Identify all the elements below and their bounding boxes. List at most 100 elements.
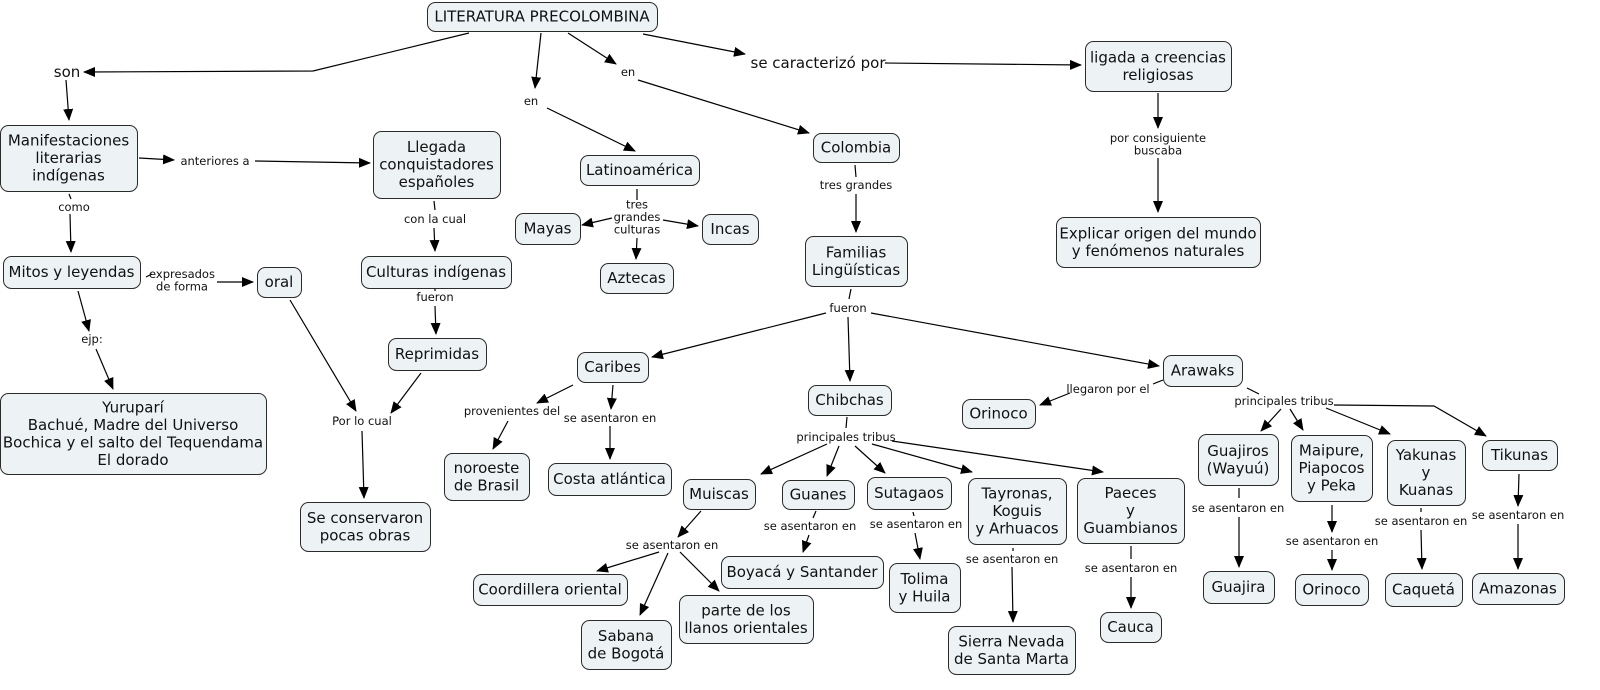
concept-node-arawaks[interactable]: Arawaks <box>1163 355 1243 387</box>
link-label-seas_costa: se asentaron en <box>564 411 657 425</box>
concept-text: Yakunas <box>1395 446 1457 464</box>
concept-node-muiscas[interactable]: Muiscas <box>683 479 756 510</box>
concept-node-reprimidas[interactable]: Reprimidas <box>388 338 487 371</box>
concept-node-culturas[interactable]: Culturas indígenas <box>361 256 512 289</box>
concept-text: noroeste <box>454 459 520 477</box>
concept-text: Sutagaos <box>874 484 944 502</box>
link-label-text: culturas <box>614 223 660 237</box>
connector-line <box>760 443 828 475</box>
concept-box <box>388 338 487 371</box>
concept-node-chibchas[interactable]: Chibchas <box>808 385 892 416</box>
link-label-en_col: en <box>621 65 635 79</box>
concept-node-coord[interactable]: Coordillera oriental <box>473 574 628 606</box>
connector-line <box>65 213 76 253</box>
concept-node-orinoco1[interactable]: Orinoco <box>962 399 1036 429</box>
concept-text: literarias <box>35 149 101 167</box>
concept-node-aztecas[interactable]: Aztecas <box>600 263 674 294</box>
link-label-fueron1: fueron <box>416 290 453 304</box>
concept-box <box>805 236 908 287</box>
connector-line <box>812 510 817 519</box>
concept-box <box>1198 434 1279 486</box>
link-label-text: en <box>524 94 538 108</box>
concept-box <box>782 480 855 510</box>
link-label-seas_maip: se asentaron en <box>1286 534 1379 548</box>
concept-text: religiosas <box>1122 66 1193 84</box>
concept-node-latam[interactable]: Latinoamérica <box>580 155 700 186</box>
concept-node-colombia[interactable]: Colombia <box>813 133 900 163</box>
connector-line <box>642 33 746 57</box>
concept-text: Familias <box>826 243 887 261</box>
link-label-text: con la cual <box>404 212 466 226</box>
concept-text: Se conservaron <box>307 509 423 527</box>
concept-box <box>361 256 512 289</box>
concept-box <box>679 595 814 644</box>
concept-node-guajira[interactable]: Guajira <box>1203 571 1275 604</box>
concept-node-guajiros[interactable]: Guajiros(Wayuú) <box>1198 434 1279 486</box>
concept-node-oral[interactable]: oral <box>257 267 302 298</box>
concept-node-amazonas[interactable]: Amazonas <box>1472 573 1565 605</box>
concept-text: Incas <box>710 220 749 238</box>
connector-line <box>891 440 1104 476</box>
concept-text: pocas obras <box>320 526 411 544</box>
concept-node-caribes[interactable]: Caribes <box>577 352 649 383</box>
concept-box <box>1163 355 1243 387</box>
concept-node-costa[interactable]: Costa atlántica <box>548 463 672 496</box>
concept-node-incas[interactable]: Incas <box>702 214 759 245</box>
concept-node-mayas[interactable]: Mayas <box>515 213 581 245</box>
concept-node-mitos[interactable]: Mitos y leyendas <box>3 256 141 289</box>
connector-line <box>844 316 855 382</box>
concept-node-boyaca[interactable]: Boyacá y Santander <box>721 556 884 589</box>
concept-box <box>3 256 141 289</box>
concept-node-tikunas[interactable]: Tikunas <box>1482 440 1558 471</box>
link-label-seas_tiku: se asentaron en <box>1472 508 1565 522</box>
concept-node-guanes[interactable]: Guanes <box>782 480 855 510</box>
connector-line <box>1246 387 1260 395</box>
concept-nodes: LITERATURA PRECOLOMBINA Manifestacionesli… <box>0 2 1565 675</box>
concept-text: ligada a creencias <box>1090 48 1226 66</box>
concept-node-orinoco2[interactable]: Orinoco <box>1295 574 1369 606</box>
connector-line <box>677 510 702 538</box>
link-label-text: se caracterizó por <box>751 54 887 72</box>
concept-node-cauca[interactable]: Cauca <box>1100 612 1162 643</box>
concept-node-root[interactable]: LITERATURA PRECOLOMBINA <box>427 2 658 32</box>
concept-node-sutagaos[interactable]: Sutagaos <box>867 477 952 510</box>
connector-line <box>631 237 642 260</box>
link-label-text: tres <box>626 198 648 212</box>
link-label-en_latam: en <box>524 94 538 108</box>
link-label-anteriores: anteriores a <box>180 154 249 168</box>
connector-line <box>662 219 699 230</box>
link-label-text: buscaba <box>1134 143 1182 157</box>
concept-node-caqueta[interactable]: Caquetá <box>1385 573 1463 607</box>
concept-text: parte de los <box>701 601 791 619</box>
concept-text: de Bogotá <box>588 644 665 662</box>
connector-lines <box>63 32 1524 623</box>
link-label-text: se asentaron en <box>564 411 657 425</box>
concept-text: Guajiros <box>1207 442 1269 460</box>
connector-line <box>870 312 1160 369</box>
concept-text: Kuanas <box>1399 481 1453 499</box>
concept-text: Mitos y leyendas <box>9 263 135 281</box>
connector-line <box>845 416 848 429</box>
connector-line <box>546 107 636 152</box>
concept-box <box>813 133 900 163</box>
link-label-text: ejp: <box>81 332 102 346</box>
concept-text: Llegada <box>407 138 466 156</box>
link-label-seas_guaj: se asentaron en <box>1192 501 1285 515</box>
